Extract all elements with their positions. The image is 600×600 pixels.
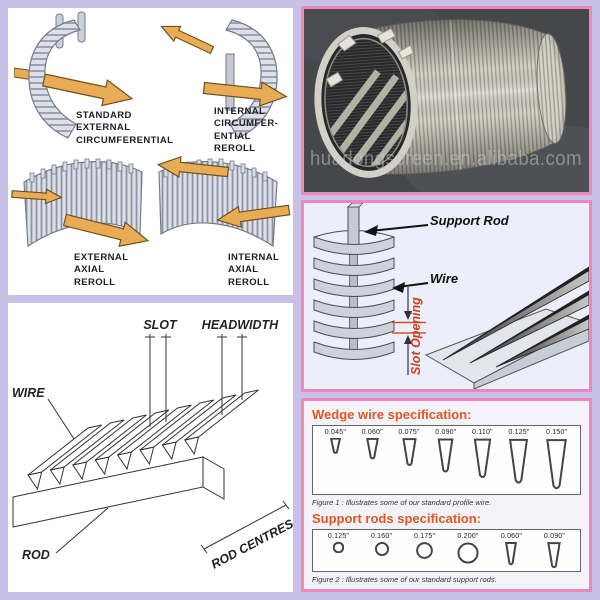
support-rod-size-item: 0.200": [457, 533, 479, 564]
headwidth-dimension-lines: [217, 334, 247, 415]
wedge-size-label: 0.090": [435, 429, 457, 436]
slot-opening-label: Slot Opening: [409, 297, 423, 375]
wedge-size-item: 0.150": [545, 429, 568, 492]
external-axial-reroll-label: EXTERNAL AXIAL REROLL: [74, 252, 129, 288]
wedge-size-item: 0.110": [472, 429, 493, 480]
wedge-size-label: 0.125": [508, 429, 530, 436]
wedge-size-item: 0.090": [435, 429, 456, 474]
round-rod-shape: [375, 542, 389, 556]
support-rod-arrow: [364, 225, 378, 236]
wedge-size-item: 0.045": [325, 429, 346, 454]
round-rod-shape: [333, 542, 344, 553]
photo-watermark: huadongscreen.en.alibaba.com: [310, 148, 582, 170]
support-rod-size-item: 0.060": [501, 533, 522, 566]
wedge-wire-spec-heading: Wedge wire specification:: [312, 407, 472, 422]
internal-circumferential-reroll-illustration: [157, 18, 289, 139]
specifications-panel-tile: Wedge wire specification: 0.045" 0.060" …: [301, 398, 592, 592]
wedge-profile-shape: [366, 438, 379, 460]
slot-dimension-lines: [145, 334, 171, 427]
internal-circumferential-reroll-label: INTERNAL CIRCUMFER- ENTIAL REROLL: [214, 106, 279, 155]
support-rod-size-item: 0.175": [414, 533, 435, 559]
cylinder-body: [314, 19, 567, 178]
screen-cylinder-photo: huadongscreen.en.alibaba.com: [264, 0, 600, 214]
rod-centres-label: ROD CENTRES: [209, 516, 293, 571]
wedge-profile-shape: [545, 438, 568, 492]
wedge-wire-spec-caption: Figure 1 : Illustrates some of our stand…: [312, 498, 492, 507]
wedge-profile-shape: [508, 438, 529, 486]
screen-structure-diagram: Support Rod Wire Slot Opening: [313, 202, 591, 390]
external-axial-reroll-illustration: [11, 158, 152, 254]
wedge-size-item: 0.060": [362, 429, 383, 460]
support-rod-size-label: 0.125": [327, 533, 350, 540]
wedge-profile-shape: [402, 438, 417, 467]
support-rod-size-item: 0.125": [328, 533, 349, 553]
standard-external-circumferential-label: STANDARD EXTERNAL CIRCUMFERENTIAL: [76, 110, 174, 146]
wedge-size-item: 0.075": [398, 429, 419, 467]
wire-callout-label: WIRE: [12, 386, 45, 400]
wire-profile-drawing: SLOT HEADWIDTH WIRE ROD ROD CENTRES: [12, 318, 296, 572]
round-rod-shape: [416, 542, 433, 559]
support-rod-size-label: 0.200": [457, 533, 479, 540]
round-rod-shape: [457, 542, 479, 564]
wire-arrow: [392, 282, 405, 293]
slot-opening-dimension: [392, 287, 426, 375]
rod-end-face: [202, 456, 225, 500]
support-rod-size-item: 0.160": [371, 533, 392, 556]
wire-coil: [313, 202, 395, 360]
wedge-size-label: 0.045": [324, 429, 346, 436]
screen-cylinder-photo-tile: huadongscreen.en.alibaba.com: [264, 0, 600, 214]
support-rod-size-label: 0.090": [543, 533, 566, 540]
support-rod-size-label: 0.160": [370, 533, 393, 540]
wire-profile-drawing-tile: SLOT HEADWIDTH WIRE ROD ROD CENTRES: [8, 303, 296, 592]
wedge-size-label: 0.060": [361, 429, 383, 436]
support-rods-spec-caption: Figure 2 : Illustrates some of our stand…: [312, 575, 497, 584]
support-rod-label: Support Rod: [430, 213, 510, 228]
internal-axial-reroll-label: INTERNAL AXIAL REROLL: [228, 252, 280, 288]
wedge-profile-shape: [473, 438, 492, 480]
wedge-size-label: 0.150": [546, 429, 568, 436]
rim-weld-tabs: [325, 27, 415, 88]
wedge-rod-shape: [547, 542, 561, 569]
slot-label: SLOT: [143, 318, 178, 332]
wedge-size-item: 0.125": [508, 429, 529, 486]
wedge-profile-shape: [437, 438, 454, 474]
standard-external-circumferential-illustration: [14, 11, 136, 139]
rod-centres-dimension: [200, 500, 290, 554]
wedge-size-label: 0.110": [472, 429, 493, 436]
wedge-profile-shape: [330, 438, 341, 454]
headwidth-label: HEADWIDTH: [202, 318, 279, 332]
reroll-types-diagram-tile: STANDARD EXTERNAL CIRCUMFERENTIAL INTERN…: [8, 8, 293, 295]
wedge-size-label: 0.075": [398, 429, 420, 436]
wedge-wire-spec-box: 0.045" 0.060" 0.075" 0.090" 0.110" 0.125…: [312, 425, 581, 495]
rod-callout-label: ROD: [22, 548, 50, 562]
support-rods-spec-heading: Support rods specification:: [312, 511, 482, 526]
wire-label: Wire: [430, 271, 458, 286]
wedge-rod-shape: [505, 542, 517, 566]
support-rods-spec-box: 0.125" 0.160" 0.175" 0.200" 0.060" 0.090…: [312, 529, 581, 572]
support-rod-size-item: 0.090": [544, 533, 565, 569]
screen-structure-diagram-tile: Support Rod Wire Slot Opening: [301, 200, 592, 392]
support-rod-size-label: 0.060": [500, 533, 523, 540]
support-rod-size-label: 0.175": [413, 533, 436, 540]
internal-axial-reroll-illustration: [156, 154, 291, 248]
